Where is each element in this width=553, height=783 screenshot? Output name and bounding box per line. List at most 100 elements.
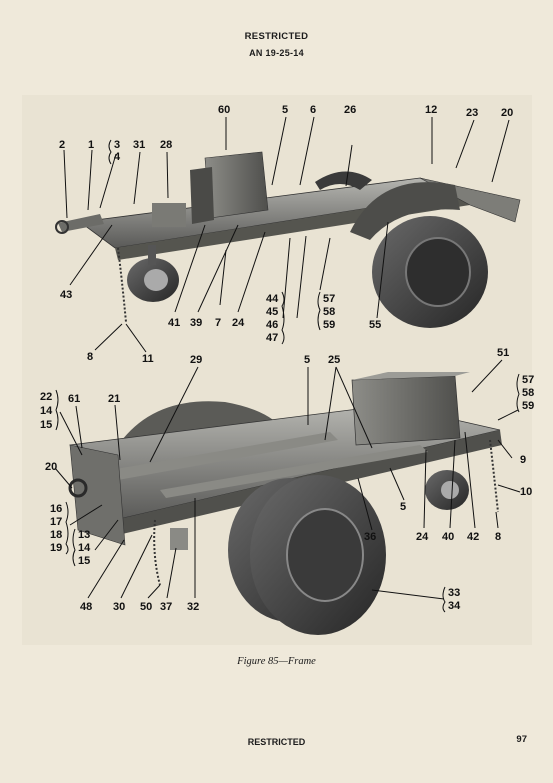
- callout-61: 61: [68, 393, 80, 405]
- brace-44-47: [281, 291, 285, 345]
- callout-44: 44: [266, 293, 279, 305]
- top-lunette-eye: [55, 220, 69, 234]
- top-bracket: [190, 167, 214, 224]
- brace-57-59: [317, 291, 321, 331]
- document-number: AN 19-25-14: [249, 48, 304, 58]
- bottom-tool-box-lid: [352, 372, 470, 380]
- bottom-crossmember-a: [110, 432, 338, 480]
- brace-13-15: [72, 528, 76, 567]
- top-tow-bar: [58, 214, 104, 232]
- callout-5-bottom: 5: [304, 354, 310, 366]
- bottom-front-plate: [69, 444, 126, 546]
- callout-12: 12: [425, 104, 437, 116]
- callout-19: 19: [50, 542, 62, 554]
- top-callout-labels: 60 5 6 26 12 23 20 2 1 3 4 31 28 43 41 3…: [59, 104, 513, 365]
- callout-11: 11: [142, 353, 154, 365]
- callout-36: 36: [364, 531, 376, 543]
- callout-43: 43: [60, 289, 72, 301]
- callout-15: 15: [40, 419, 52, 431]
- callout-59-bottom: 59: [522, 400, 534, 412]
- callout-1: 1: [88, 139, 94, 151]
- callout-8-bottom: 8: [495, 531, 501, 543]
- top-frame-drawing: [55, 151, 521, 328]
- callout-5: 5: [282, 104, 288, 116]
- callout-33: 33: [448, 587, 460, 599]
- top-caster-hub: [144, 269, 168, 291]
- callout-60: 60: [218, 104, 230, 116]
- callout-34: 34: [448, 600, 461, 612]
- top-caster-leg: [148, 245, 156, 265]
- callout-13: 13: [78, 529, 90, 541]
- top-tool-box: [204, 151, 269, 219]
- figure-caption: Figure 85—Frame: [237, 656, 316, 667]
- brace-3-4: [108, 139, 112, 165]
- bottom-caster-hub: [441, 481, 459, 499]
- callout-17: 17: [50, 516, 62, 528]
- callout-30: 30: [113, 601, 125, 613]
- callout-3: 3: [114, 139, 120, 151]
- top-far-wheel: [315, 171, 372, 190]
- callout-14-second: 14: [78, 542, 91, 554]
- bottom-tool-box: [351, 375, 461, 446]
- callout-18: 18: [50, 529, 62, 541]
- callout-37: 37: [160, 601, 172, 613]
- bottom-frame-drawing: [68, 372, 502, 635]
- callout-20-bottom: 20: [45, 461, 57, 473]
- bottom-pintle-hook: [68, 478, 88, 498]
- callout-42: 42: [467, 531, 479, 543]
- callout-16: 16: [50, 503, 62, 515]
- top-small-box: [152, 203, 186, 227]
- callout-5-lower: 5: [400, 501, 406, 513]
- callout-4: 4: [114, 151, 121, 163]
- callout-21: 21: [108, 393, 120, 405]
- callout-58: 58: [323, 306, 335, 318]
- callout-41: 41: [168, 317, 180, 329]
- callout-26: 26: [344, 104, 356, 116]
- callout-8: 8: [87, 351, 93, 363]
- callout-2: 2: [59, 139, 65, 151]
- brace-16-19: [65, 501, 69, 555]
- callout-10: 10: [520, 486, 532, 498]
- callout-7: 7: [215, 317, 221, 329]
- callout-20: 20: [501, 107, 513, 119]
- callout-15-second: 15: [78, 555, 90, 567]
- bottom-jack-stand: [170, 528, 188, 550]
- callout-51: 51: [497, 347, 509, 359]
- callout-9: 9: [520, 454, 526, 466]
- callout-31: 31: [133, 139, 145, 151]
- bottom-leader-lines: [54, 359, 521, 600]
- brace-22-15: [55, 389, 59, 431]
- callout-32: 32: [187, 601, 199, 613]
- callout-57-bottom: 57: [522, 374, 534, 386]
- top-main-wheel-hub: [405, 237, 471, 307]
- brace-33-34: [442, 586, 446, 613]
- callout-58-bottom: 58: [522, 387, 534, 399]
- callout-22: 22: [40, 391, 52, 403]
- footer-classification: RESTRICTED: [247, 737, 306, 747]
- bottom-callout-labels: 29 5 25 51 57 58 59 22 14 15 61 21 9 10 …: [40, 347, 534, 613]
- callout-6: 6: [310, 104, 316, 116]
- callout-47: 47: [266, 332, 278, 344]
- bottom-front-chain: [153, 519, 161, 586]
- callout-46: 46: [266, 319, 278, 331]
- top-leader-lines: [63, 116, 510, 353]
- callout-50: 50: [140, 601, 152, 613]
- callout-40: 40: [442, 531, 454, 543]
- callout-25: 25: [328, 354, 340, 366]
- bottom-crossmember-b: [160, 445, 428, 498]
- callout-14: 14: [40, 405, 53, 417]
- callout-39: 39: [190, 317, 202, 329]
- header-classification: RESTRICTED: [244, 31, 309, 42]
- callout-29: 29: [190, 354, 202, 366]
- callout-24: 24: [232, 317, 245, 329]
- callout-45: 45: [266, 306, 278, 318]
- callout-57: 57: [323, 293, 335, 305]
- callout-59: 59: [323, 319, 335, 331]
- callout-55: 55: [369, 319, 381, 331]
- top-fender: [350, 182, 460, 240]
- callout-24-bottom: 24: [416, 531, 429, 543]
- bottom-safety-chain: [489, 439, 499, 513]
- page-number: 97: [516, 734, 527, 745]
